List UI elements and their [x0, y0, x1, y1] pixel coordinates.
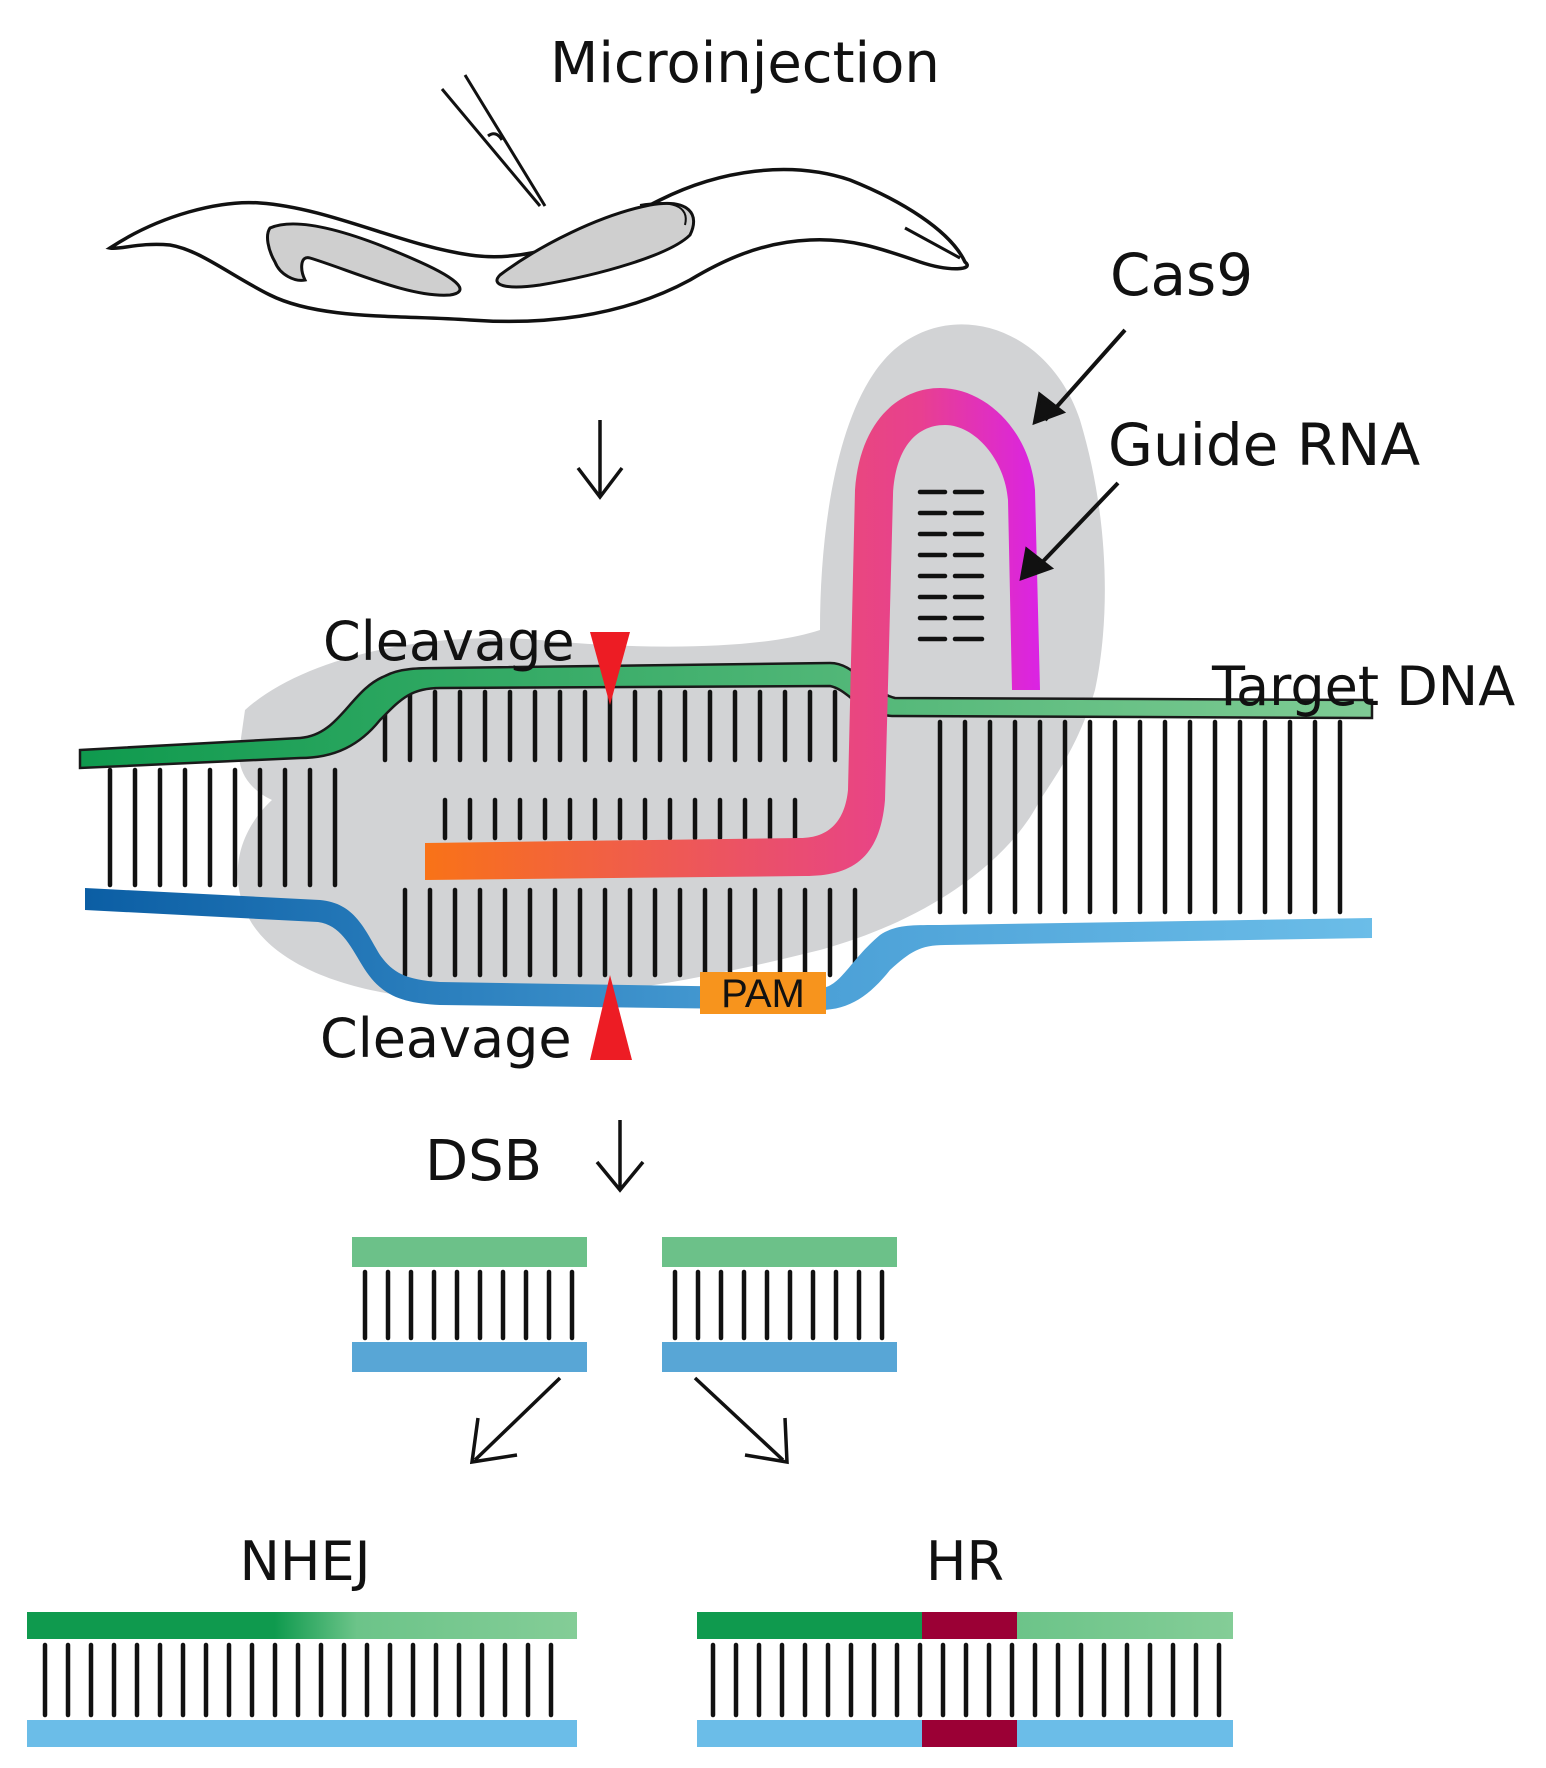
guide-rna-strand — [425, 388, 1040, 880]
nhej-repaired-dna — [27, 1612, 577, 1747]
base-pairs-open-bottom — [402, 887, 858, 978]
dsb-fragment-left — [352, 1237, 587, 1372]
pam-marker: PAM — [700, 972, 826, 1016]
target-dna-top-strand — [78, 661, 1374, 770]
down-arrow-icon — [576, 420, 624, 500]
nhej-label: NHEJ — [239, 1530, 370, 1593]
cas9-pointer-arrow-icon — [1032, 328, 1127, 426]
arrow-down-left-icon — [469, 1376, 562, 1465]
base-pairs-right — [937, 719, 1343, 915]
base-pairs-left — [107, 767, 338, 888]
injection-needle-icon — [440, 74, 547, 207]
arrow-down-right-icon — [693, 1376, 789, 1465]
c-elegans-worm-icon — [105, 167, 969, 324]
hr-label: HR — [926, 1530, 1004, 1593]
hr-repaired-dna — [697, 1612, 1233, 1747]
guide-rna-hairpin-pairs — [917, 489, 985, 642]
cleavage-bottom-label: Cleavage — [320, 1007, 572, 1070]
dsb-label: DSB — [425, 1129, 542, 1194]
hr-insert-bottom — [922, 1720, 1017, 1747]
target-dna-label: Target DNA — [1211, 655, 1515, 718]
microinjection-label: Microinjection — [550, 31, 940, 96]
cas9-label: Cas9 — [1110, 241, 1253, 309]
cleavage-bottom-marker-icon — [590, 975, 632, 1060]
down-arrow-icon — [595, 1120, 645, 1193]
pam-label: PAM — [721, 972, 805, 1016]
cleavage-top-label: Cleavage — [323, 610, 575, 673]
guide-rna-label: Guide RNA — [1108, 411, 1420, 479]
dsb-fragment-right — [662, 1237, 897, 1372]
base-pairs-guide — [442, 797, 798, 841]
guide-rna-pointer-arrow-icon — [1019, 481, 1120, 582]
target-dna-bottom-strand — [85, 888, 1372, 1010]
cleavage-top-marker-icon — [590, 632, 630, 705]
hr-insert-top — [922, 1612, 1017, 1639]
